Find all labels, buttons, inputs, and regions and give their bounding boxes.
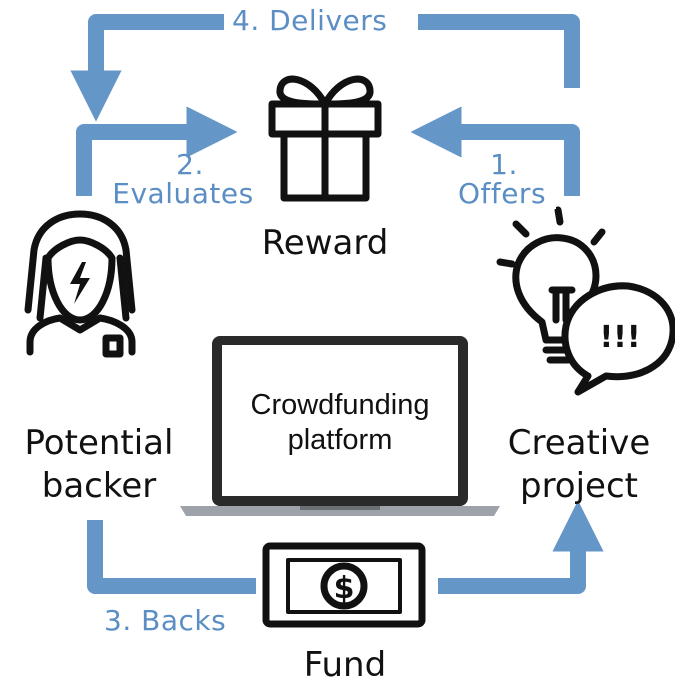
backs-arrow-right [438,500,604,594]
backs-arrow-left [87,520,256,594]
delivers-arrow [96,14,580,96]
banknote-icon [262,542,426,628]
gift-icon [268,75,382,202]
platform-line1: Crowdfunding [250,389,430,421]
creative-project-line1: Creative [507,423,651,463]
fund-label: Fund [303,645,387,685]
label-offers: 1. Offers [448,150,556,209]
label-backs: 3. Backs [104,604,227,637]
offers-arrow [410,106,580,196]
label-delivers: 4. Delivers [224,6,396,35]
dollar-icon: $ [334,571,355,606]
label-evaluates-num: 2. [176,148,204,181]
platform-line2: platform [287,423,393,456]
label-offers-num: 1. [490,148,518,181]
laptop-icon [180,336,500,516]
platform-label: Crowdfunding platform [222,388,458,458]
label-evaluates: 2. Evaluates [100,150,266,209]
label-evaluates-text: Evaluates [112,177,254,211]
creative-project-line2: project [519,465,638,506]
potential-backer-line2: backer [41,465,157,506]
creative-project-label: Creative project [494,422,664,507]
label-offers-text: Offers [448,179,556,209]
lightning-icon [70,262,90,304]
speech-bubble-icon: !!! [561,282,675,396]
reward-label: Reward [261,223,389,263]
bubble-exclamation-text: !!! [599,320,640,355]
backer-person-icon [24,210,136,358]
potential-backer-label: Potential backer [6,422,192,507]
potential-backer-line1: Potential [24,423,174,463]
evaluates-arrow [76,106,238,196]
